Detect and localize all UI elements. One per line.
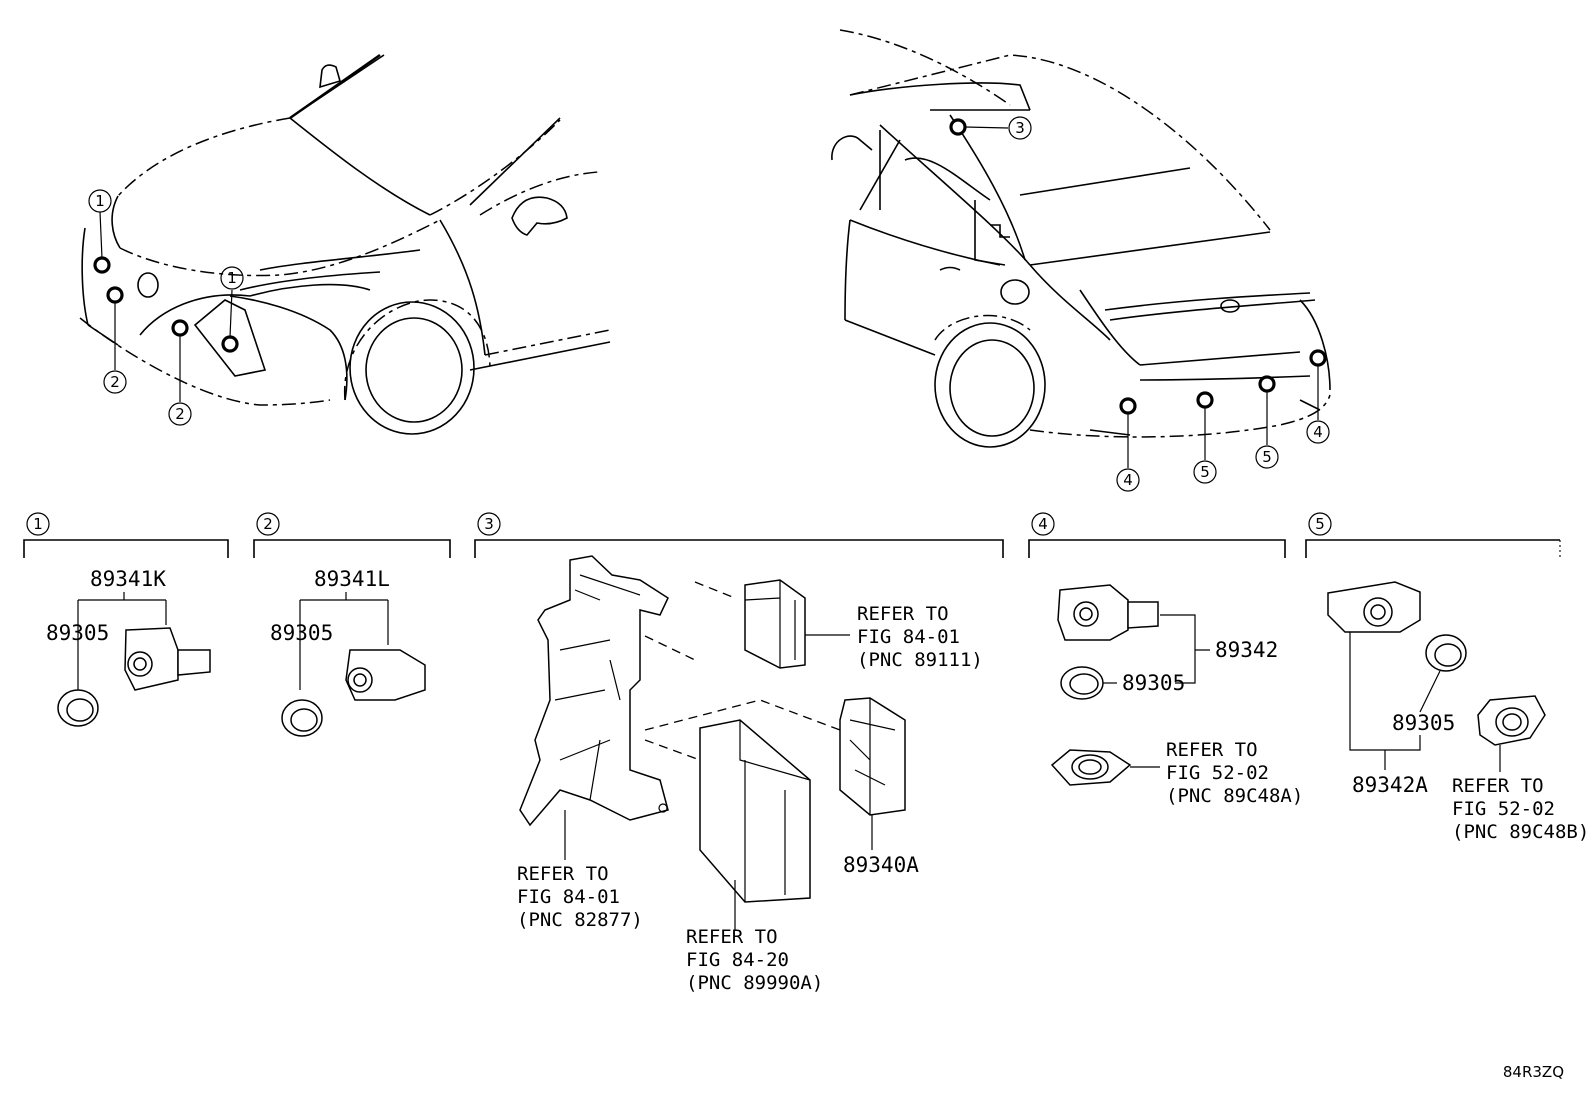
svg-text:FIG 84-01: FIG 84-01 [857, 626, 960, 648]
part-number-89342A: 89342A [1352, 773, 1428, 797]
front-callout-1a: 1 [88, 189, 112, 213]
front-callout-1b: 1 [220, 266, 244, 290]
svg-text:4: 4 [1313, 423, 1323, 441]
svg-text:(PNC 89C48B): (PNC 89C48B) [1452, 821, 1589, 843]
rear-callout-5b: 5 [1255, 445, 1279, 469]
svg-text:FIG 52-02: FIG 52-02 [1166, 762, 1269, 784]
svg-text:4: 4 [1038, 515, 1048, 533]
svg-text:3: 3 [484, 515, 494, 533]
section-5-parts: 89342A 89305 REFER TO FIG 52-02 (PNC 89C… [1327, 581, 1589, 843]
section-1-parts: 89341K 89305 [46, 567, 211, 727]
svg-text:5: 5 [1262, 448, 1272, 466]
part-number-89305-s2: 89305 [270, 621, 333, 645]
part-number-89342: 89342 [1215, 638, 1278, 662]
svg-text:REFER TO: REFER TO [517, 863, 609, 885]
front-car-illustration [79, 54, 611, 435]
svg-text:1: 1 [227, 269, 237, 287]
section-header-3: 3 [474, 512, 1004, 558]
section-header-1: 1 [23, 512, 229, 558]
part-number-89341K: 89341K [90, 567, 166, 591]
svg-text:2: 2 [110, 373, 120, 391]
rear-callout-3: 3 [1008, 116, 1032, 140]
svg-text:(PNC 89C48A): (PNC 89C48A) [1166, 785, 1303, 807]
svg-text:1: 1 [33, 515, 43, 533]
svg-text:2: 2 [175, 405, 185, 423]
rear-callout-4a: 4 [1116, 468, 1140, 492]
part-number-89341L: 89341L [314, 567, 390, 591]
svg-text:REFER TO: REFER TO [1452, 775, 1544, 797]
svg-text:FIG 84-01: FIG 84-01 [517, 886, 620, 908]
section-4-parts: 89342 89305 REFER TO FIG 52-02 (PNC 89C4… [1050, 584, 1303, 807]
svg-text:3: 3 [1015, 119, 1025, 137]
rear-callout-4b: 4 [1306, 420, 1330, 444]
rear-callout-5a: 5 [1193, 460, 1217, 484]
front-callout-2a: 2 [103, 370, 127, 394]
section-header-2: 2 [253, 512, 451, 558]
section-header-4: 4 [1028, 512, 1286, 558]
section-header-5: 5 [1305, 512, 1561, 560]
part-number-89305: 89305 [46, 621, 109, 645]
part-number-89340A: 89340A [843, 853, 919, 877]
svg-text:2: 2 [263, 515, 273, 533]
front-callout-2b: 2 [168, 402, 192, 426]
svg-text:4: 4 [1123, 471, 1133, 489]
svg-text:(PNC 89111): (PNC 89111) [857, 649, 983, 671]
illustration-code: 84R3ZQ [1502, 1063, 1564, 1081]
svg-text:(PNC 89990A): (PNC 89990A) [686, 972, 823, 994]
svg-text:FIG 52-02: FIG 52-02 [1452, 798, 1555, 820]
svg-text:(PNC 82877): (PNC 82877) [517, 909, 643, 931]
svg-text:REFER TO: REFER TO [857, 603, 949, 625]
svg-text:FIG 84-20: FIG 84-20 [686, 949, 789, 971]
svg-text:REFER TO: REFER TO [686, 926, 778, 948]
svg-text:REFER TO: REFER TO [1166, 739, 1258, 761]
svg-text:5: 5 [1200, 463, 1210, 481]
section-2-parts: 89341L 89305 [270, 567, 426, 737]
svg-text:5: 5 [1315, 515, 1325, 533]
part-number-89305-s5: 89305 [1392, 711, 1455, 735]
part-number-89305-s4: 89305 [1122, 671, 1185, 695]
svg-text:1: 1 [95, 192, 105, 210]
section-3-parts: REFER TO FIG 84-01 (PNC 89111) 89340A RE… [517, 555, 983, 994]
rear-car-illustration [831, 29, 1331, 468]
